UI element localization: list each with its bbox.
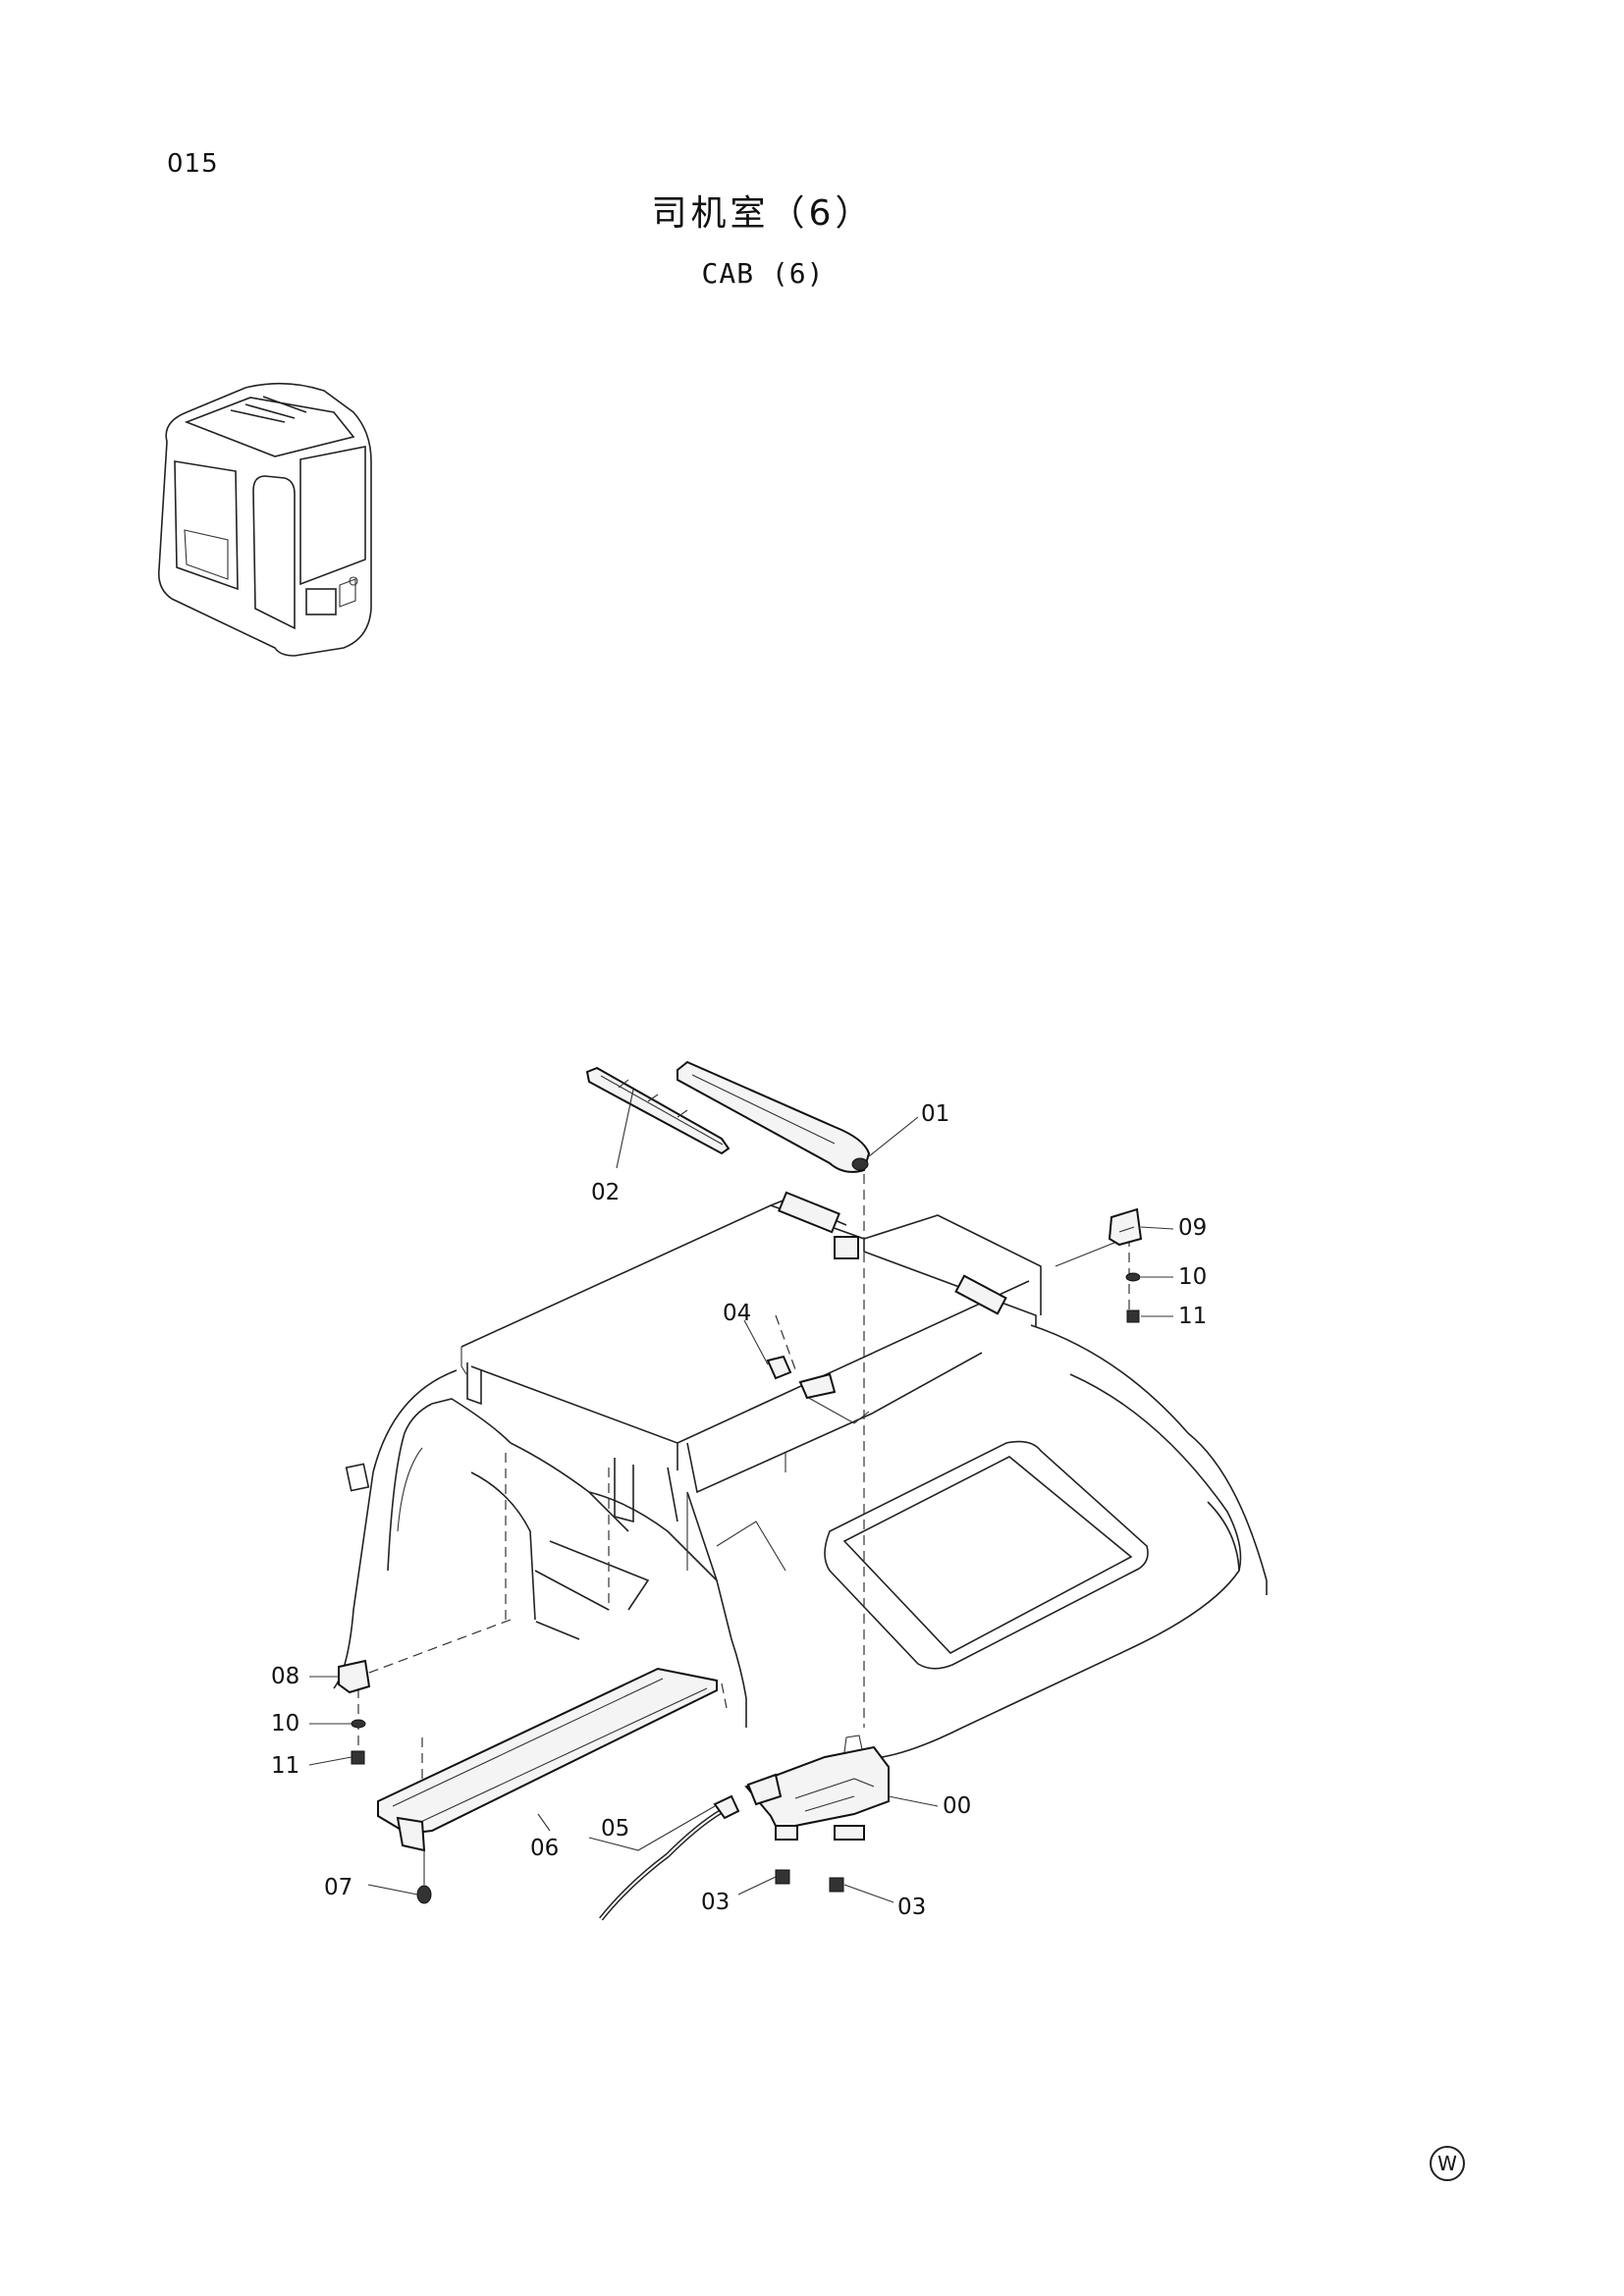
- page-title-chinese: 司机室（6）: [651, 193, 875, 234]
- part-06-cover: [377, 1667, 718, 1852]
- callout-07: 07: [324, 1875, 352, 1900]
- part-10-washer-right: [1125, 1272, 1141, 1282]
- callout-05: 05: [601, 1816, 629, 1842]
- callout-03-right: 03: [897, 1895, 926, 1920]
- callout-06: 06: [530, 1836, 559, 1861]
- part-08-bracket: [338, 1659, 371, 1694]
- part-07-screw: [416, 1850, 432, 1904]
- page-title-english: CAB (6): [701, 257, 825, 290]
- assembly-guide-lines: [352, 1158, 1130, 1816]
- watermark-logo: W: [1430, 2146, 1465, 2181]
- callout-01: 01: [921, 1101, 949, 1127]
- part-03-bolt-right: [829, 1877, 844, 1893]
- part-04-nut: [766, 1355, 837, 1400]
- callout-02: 02: [591, 1180, 620, 1205]
- callout-11-left: 11: [271, 1753, 299, 1779]
- wiper-pivot-bracket: [778, 1191, 1007, 1315]
- part-11-bolt-right: [1126, 1309, 1140, 1323]
- callout-10-left: 10: [271, 1711, 299, 1736]
- part-09-bracket: [1108, 1207, 1143, 1247]
- cab-thumbnail: [157, 382, 372, 657]
- callout-03-left: 03: [701, 1890, 730, 1915]
- callout-10-right: 10: [1178, 1264, 1207, 1290]
- leader-lines: [308, 1089, 1174, 1903]
- part-02-wiper-blade: [585, 1066, 731, 1155]
- callout-09: 09: [1178, 1215, 1207, 1241]
- part-05-hose: [599, 1794, 740, 1921]
- part-03-bolt-left: [775, 1869, 790, 1885]
- part-10-washer-left: [351, 1719, 366, 1729]
- part-00-wiper-motor: [744, 1735, 890, 1841]
- callout-00: 00: [943, 1793, 971, 1819]
- part-01-wiper-arm: [677, 1060, 871, 1173]
- cab-roof-frame: [333, 1199, 1268, 1760]
- part-11-bolt-left: [351, 1750, 365, 1765]
- callout-11-right: 11: [1178, 1304, 1207, 1329]
- callout-04: 04: [723, 1301, 751, 1326]
- callout-08: 08: [271, 1664, 299, 1689]
- page-number: 015: [167, 149, 219, 179]
